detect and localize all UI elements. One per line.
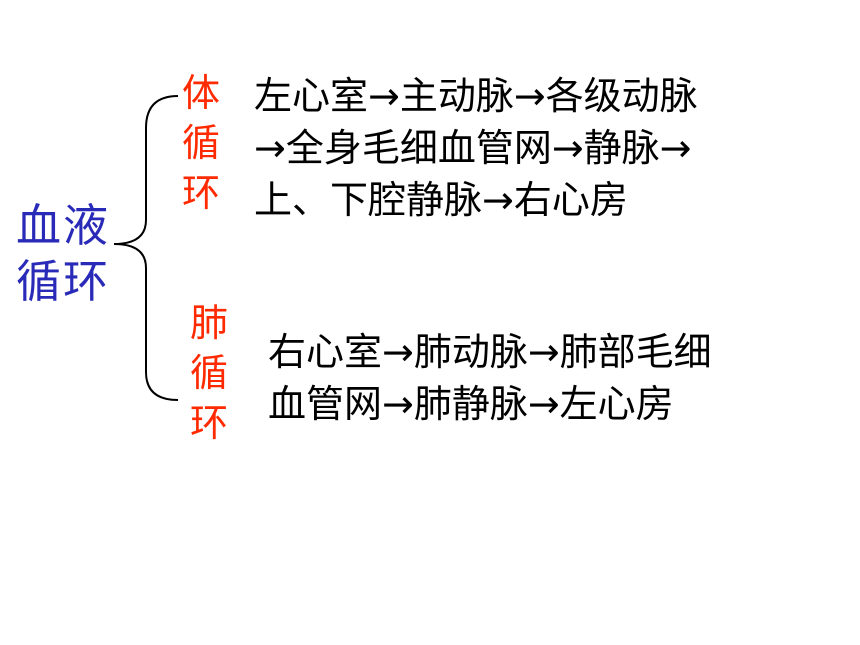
systemic-label-char: 环 (181, 171, 220, 215)
pulmonary-label-char: 循 (189, 351, 228, 395)
systemic-label-char: 循 (181, 121, 220, 165)
pulmonary-description-line: 血管网→肺静脉→左心房 (268, 382, 674, 426)
pulmonary-circulation-label: 肺 循 环 (184, 298, 234, 448)
pulmonary-circulation-description: 右心室→肺动脉→肺部毛细 血管网→肺静脉→左心房 (268, 326, 712, 430)
systemic-circulation-description: 左心室→主动脉→各级动脉 →全身毛细血管网→静脉→ 上、下腔静脉→右心房 (254, 70, 698, 226)
systemic-description-line: 左心室→主动脉→各级动脉 (254, 74, 698, 118)
systemic-label-char: 体 (181, 71, 220, 115)
root-label-line-1: 血液 (16, 199, 111, 252)
systemic-circulation-label: 体 循 环 (176, 68, 226, 218)
root-label-line-2: 循环 (16, 255, 111, 308)
pulmonary-label-char: 肺 (189, 301, 228, 345)
systemic-description-line: →全身毛细血管网→静脉→ (254, 126, 692, 170)
pulmonary-label-char: 环 (189, 401, 228, 445)
pulmonary-description-line: 右心室→肺动脉→肺部毛细 (268, 330, 712, 374)
root-label-blood-circulation: 血液 循环 (16, 198, 112, 310)
systemic-description-line: 上、下腔静脉→右心房 (254, 178, 628, 222)
